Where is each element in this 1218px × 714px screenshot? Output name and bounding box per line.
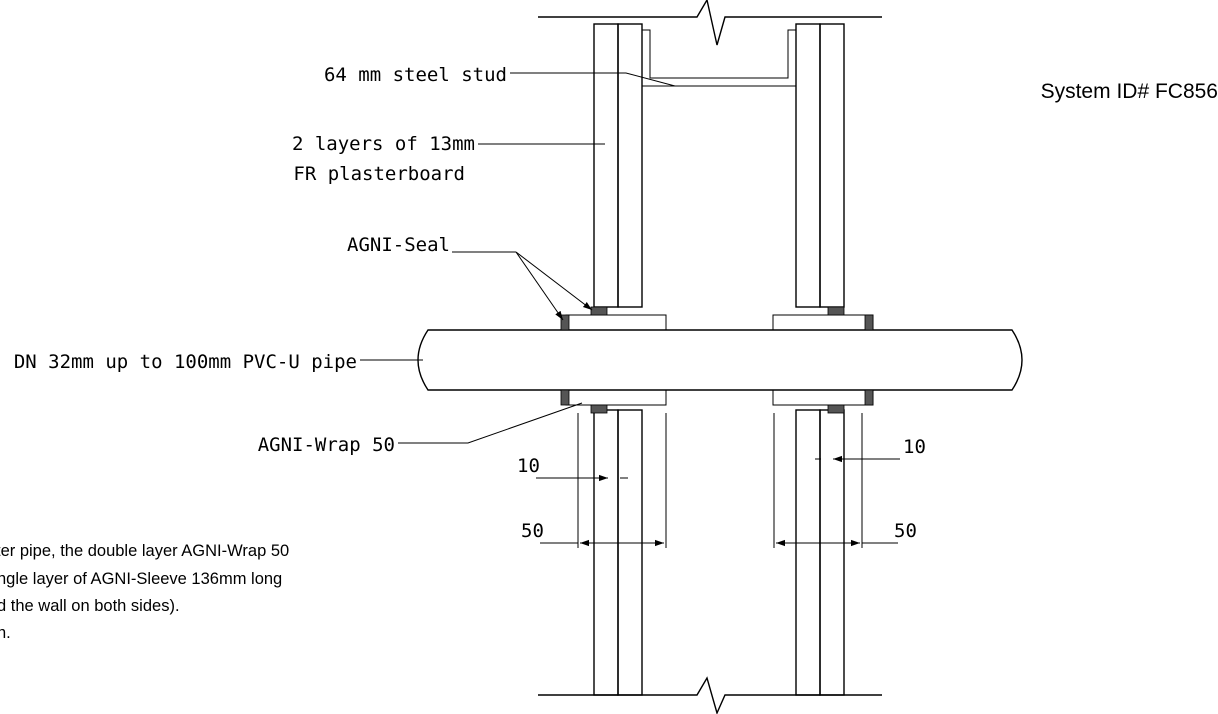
- wrap-left-bottom: [565, 389, 667, 406]
- left-wall-upper: [593, 23, 643, 308]
- right-wall-upper: [795, 23, 845, 308]
- wrap-left-top: [565, 314, 667, 331]
- note-line-3: d the wall on both sides).: [0, 597, 180, 615]
- left-dim-50: 50: [521, 520, 544, 542]
- right-wall-lower: [795, 409, 845, 696]
- top-break-line: [538, 0, 882, 46]
- right-dim-50: 50: [894, 520, 917, 542]
- wrap-right-top: [772, 314, 874, 331]
- left-dimensions: [536, 413, 667, 548]
- seal-beads: [560, 306, 874, 414]
- bottom-break-line: [538, 676, 882, 714]
- plasterboard-label-line2: FR plasterboard: [293, 163, 465, 185]
- right-dim-10: 10: [903, 436, 926, 458]
- steel-stud-channel: [641, 29, 797, 87]
- right-dimensions: [773, 413, 900, 548]
- steel-stud-label: 64 mm steel stud: [324, 64, 507, 86]
- seal-arrow-b: [515, 251, 564, 321]
- pipe-label: DN 32mm up to 100mm PVC-U pipe: [14, 351, 357, 373]
- note-line-1: ter pipe, the double layer AGNI-Wrap 50: [0, 542, 289, 560]
- wrap-label: AGNI-Wrap 50: [258, 434, 395, 456]
- plasterboard-label-line1: 2 layers of 13mm: [292, 133, 475, 155]
- installation-note: ter pipe, the double layer AGNI-Wrap 50 …: [0, 542, 289, 642]
- seal-label: AGNI-Seal: [347, 234, 450, 256]
- left-dim-10: 10: [517, 455, 540, 477]
- left-wall-lower: [593, 409, 643, 696]
- wrap-leader: [398, 402, 583, 444]
- pvc-pipe: [417, 329, 1023, 391]
- note-line-4: n.: [0, 624, 11, 642]
- note-line-2: ngle layer of AGNI-Sleeve 136mm long: [0, 570, 282, 588]
- seal-arrow-a: [515, 251, 593, 311]
- system-id: System ID# FC856: [1041, 80, 1218, 103]
- wrap-right-bottom: [772, 389, 874, 406]
- steel-stud-leader: [510, 72, 676, 87]
